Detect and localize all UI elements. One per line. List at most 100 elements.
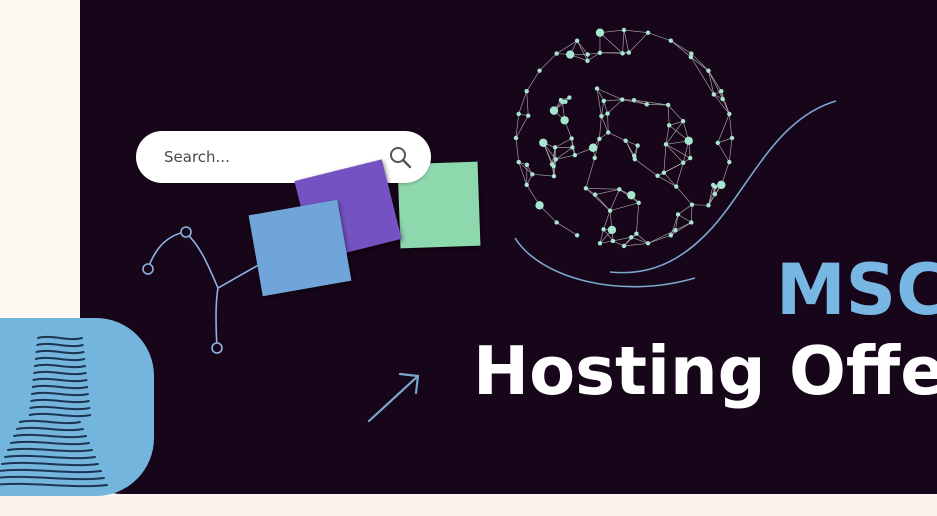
globe-node bbox=[554, 220, 559, 225]
globe-edge bbox=[657, 162, 684, 177]
globe-edge bbox=[675, 214, 679, 231]
globe-edge bbox=[595, 188, 620, 195]
globe-edge bbox=[720, 91, 730, 115]
swoosh-curve-lower bbox=[514, 237, 696, 288]
globe-node bbox=[626, 50, 632, 55]
globe-node bbox=[680, 119, 686, 124]
globe-edge bbox=[717, 142, 730, 163]
globe-edge bbox=[596, 88, 623, 100]
globe-edge bbox=[623, 233, 637, 247]
globe-node bbox=[595, 28, 605, 37]
search-bar[interactable]: Search... bbox=[136, 131, 431, 183]
globe-node bbox=[711, 92, 716, 97]
globe-node bbox=[539, 138, 548, 147]
globe-edge bbox=[576, 40, 588, 55]
globe-edge bbox=[670, 40, 692, 58]
person-contour-line bbox=[31, 391, 89, 397]
globe-edge bbox=[601, 100, 605, 117]
globe-edge bbox=[599, 229, 604, 244]
globe-node bbox=[727, 111, 732, 117]
person-contour-line bbox=[10, 440, 90, 446]
globe-edge bbox=[515, 115, 529, 139]
globe-node bbox=[617, 187, 622, 192]
globe-node bbox=[524, 88, 529, 94]
globe-node bbox=[668, 233, 674, 238]
person-contour-line bbox=[29, 405, 91, 411]
globe-node bbox=[530, 172, 535, 177]
globe-node bbox=[636, 200, 641, 206]
globe-edge bbox=[728, 137, 733, 163]
connector-node bbox=[142, 263, 154, 275]
globe-node bbox=[549, 106, 559, 115]
globe-edge bbox=[515, 113, 520, 139]
person-contour-line bbox=[37, 335, 83, 341]
globe-edge bbox=[670, 214, 679, 236]
globe-node bbox=[634, 231, 639, 236]
globe-node bbox=[645, 30, 651, 35]
globe-edge bbox=[708, 70, 723, 100]
globe-edge bbox=[603, 210, 611, 230]
globe-edge bbox=[708, 186, 716, 206]
person-illustration bbox=[0, 335, 108, 488]
globe-node bbox=[688, 155, 693, 161]
person-contour-line bbox=[35, 349, 85, 355]
globe-node bbox=[524, 182, 529, 188]
globe-edge bbox=[665, 125, 670, 145]
globe-edge bbox=[670, 40, 692, 54]
globe-node bbox=[566, 50, 575, 59]
globe-edge bbox=[532, 173, 555, 177]
person-contour-line bbox=[13, 433, 87, 439]
globe-edge bbox=[599, 116, 602, 139]
globe-node bbox=[715, 140, 720, 146]
globe-node bbox=[635, 143, 640, 148]
globe-node bbox=[620, 51, 625, 56]
globe-node bbox=[585, 58, 590, 63]
globe-node bbox=[569, 136, 574, 141]
globe-edge bbox=[594, 194, 611, 211]
globe-node bbox=[627, 190, 636, 200]
globe-edge bbox=[609, 189, 620, 211]
globe-edge bbox=[576, 40, 588, 61]
person-contour-line bbox=[31, 384, 89, 390]
network-globe-icon bbox=[513, 27, 735, 249]
globe-edge bbox=[585, 157, 596, 189]
globe-node bbox=[610, 238, 616, 244]
globe-node bbox=[729, 135, 735, 141]
hosting-offer-title: Hosting Offer bbox=[473, 332, 937, 410]
globe-edge bbox=[677, 204, 693, 215]
globe-edge bbox=[599, 52, 623, 54]
globe-edge bbox=[539, 53, 557, 71]
globe-edge bbox=[555, 154, 575, 160]
globe-edge bbox=[556, 40, 578, 54]
globe-node bbox=[663, 142, 669, 147]
globe-node bbox=[554, 51, 559, 56]
globe-node bbox=[516, 111, 521, 117]
person-contour-line bbox=[34, 356, 86, 362]
globe-node bbox=[621, 27, 627, 33]
globe-node bbox=[668, 38, 674, 43]
person-contour-line bbox=[7, 447, 93, 453]
globe-node bbox=[513, 135, 519, 141]
globe-edge bbox=[647, 234, 671, 244]
globe-edge bbox=[634, 99, 669, 106]
person-contour-line bbox=[1, 461, 99, 467]
search-icon[interactable] bbox=[387, 144, 413, 170]
person-contour-line bbox=[0, 475, 105, 481]
globe-node bbox=[574, 38, 580, 43]
globe-node bbox=[632, 153, 637, 159]
globe-edge bbox=[663, 172, 677, 187]
sticky-note-blue bbox=[248, 199, 352, 297]
globe-edge bbox=[623, 29, 630, 53]
globe-node bbox=[597, 50, 603, 55]
globe-edge bbox=[665, 121, 684, 145]
search-placeholder: Search... bbox=[164, 148, 230, 166]
globe-node bbox=[688, 54, 694, 60]
globe-node bbox=[631, 97, 637, 103]
globe-edge bbox=[587, 52, 601, 62]
globe-node bbox=[570, 145, 575, 150]
globe-node bbox=[620, 97, 625, 102]
globe-node bbox=[601, 98, 606, 104]
connector-line-left bbox=[215, 262, 263, 348]
globe-edge bbox=[518, 91, 528, 115]
